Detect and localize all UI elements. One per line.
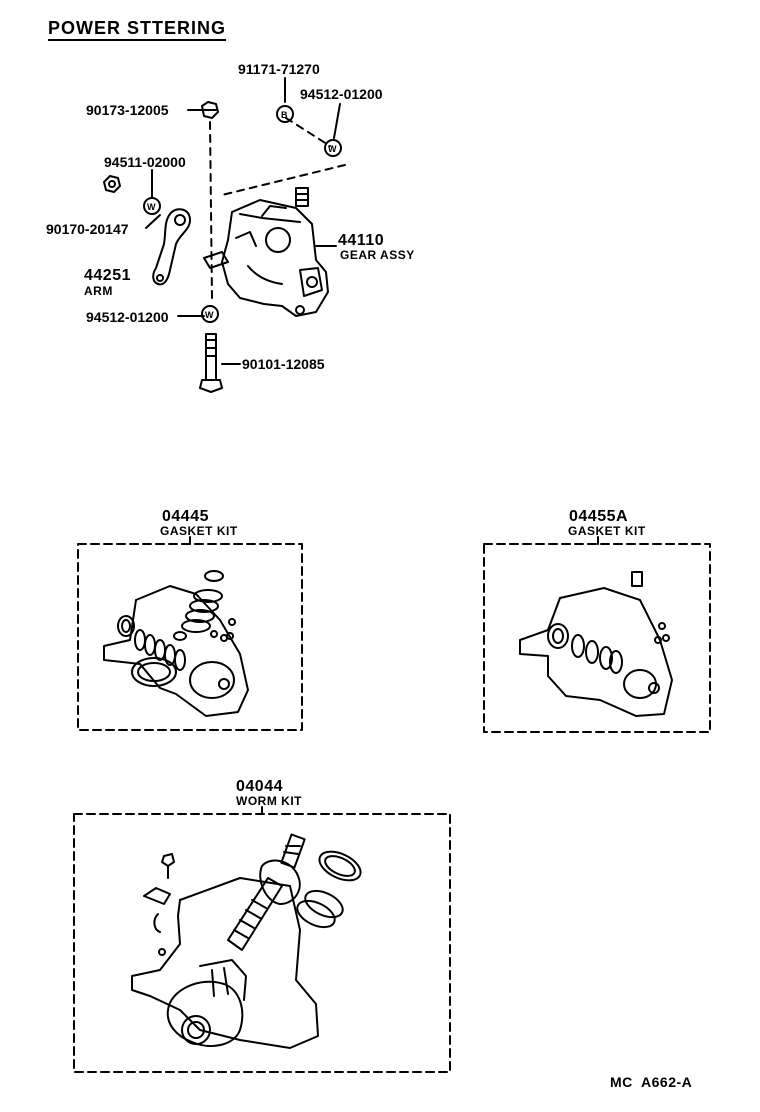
svg-text:B: B: [281, 110, 288, 120]
svg-text:W: W: [328, 144, 337, 154]
kit-number-label: 04445: [162, 508, 209, 525]
worm-shaft-icon: [227, 833, 306, 951]
kit-name-label: GASKET KIT: [568, 524, 646, 538]
part-number-label: 44251: [84, 267, 131, 284]
kit-box-04044: [73, 813, 451, 1073]
gasket-kit-housing-icon: [519, 571, 673, 717]
kit-name-label: GASKET KIT: [160, 524, 238, 538]
spring-seals-icon: [181, 570, 224, 633]
kit-box-04445: [77, 543, 303, 731]
part-number-label: 91171-71270: [238, 61, 320, 77]
page-title: POWER STTERING: [48, 19, 227, 41]
bolt-marker-icon: B: [276, 105, 294, 123]
part-number-label: 90173-12005: [86, 102, 169, 118]
worm-seals-icon: [296, 850, 362, 929]
kit-number-label: 04044: [236, 778, 283, 795]
washer-marker-icon: W: [324, 139, 342, 157]
part-name-label: ARM: [84, 284, 113, 298]
pitman-arm-icon: [152, 208, 191, 286]
part-name-label: GEAR ASSY: [340, 248, 415, 262]
part-number-label: 94512-01200: [300, 86, 383, 102]
small-parts-icon: [143, 853, 175, 956]
part-number-label: 94511-02000: [104, 154, 186, 170]
part-number-label: 94512-01200: [86, 309, 169, 325]
part-number-label: 90170-20147: [46, 221, 129, 237]
part-number-label: 90101-12085: [242, 356, 325, 372]
worm-kit-housing-icon: [131, 877, 319, 1049]
leader-lines: [145, 77, 341, 365]
dashed-guide-lines: [209, 117, 346, 299]
drawing-code: MC A662-A: [610, 1074, 693, 1090]
gasket-kit-housing-icon: [103, 570, 249, 717]
steering-gear-assembly-icon: [203, 187, 329, 317]
kit-number-label: 04455A: [569, 508, 629, 525]
svg-text:W: W: [147, 202, 156, 212]
hex-nut-icon: [201, 101, 219, 119]
castle-nut-icon: [103, 175, 121, 193]
svg-text:W: W: [205, 310, 214, 320]
part-number-label: 44110: [338, 232, 385, 249]
washer-marker-icon: W: [201, 305, 219, 323]
washer-marker-icon: W: [143, 197, 161, 215]
kit-name-label: WORM KIT: [236, 794, 302, 808]
kit-box-04455a: [483, 543, 711, 733]
bolt-icon: [199, 333, 223, 393]
o-rings-icon: [134, 629, 187, 671]
